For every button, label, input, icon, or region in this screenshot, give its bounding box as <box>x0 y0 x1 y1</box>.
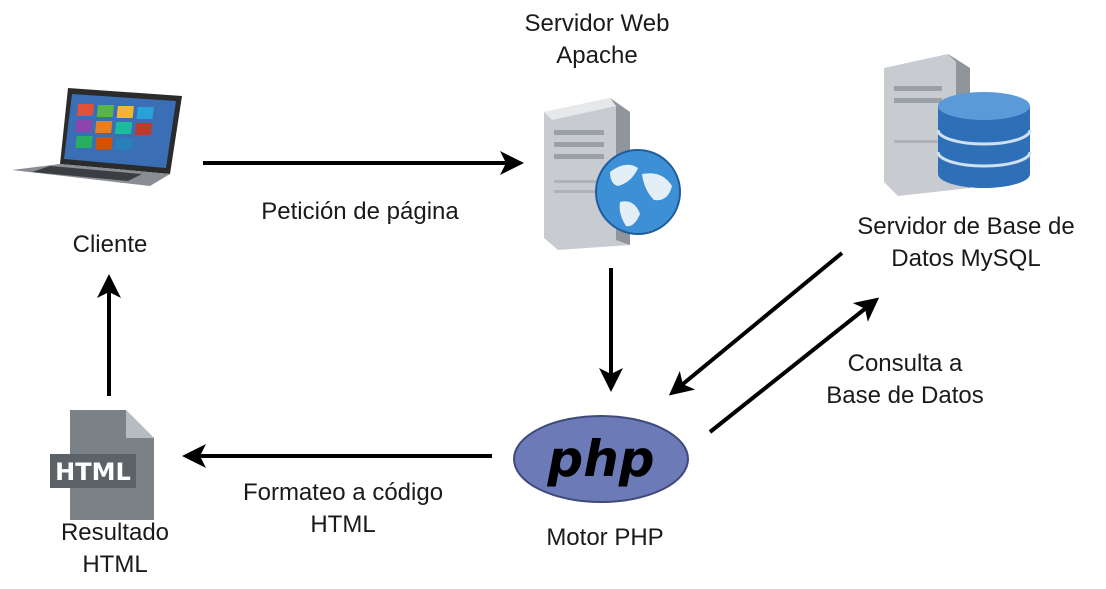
database-server-icon <box>884 54 1032 196</box>
motor-php-label: Motor PHP <box>546 524 664 551</box>
servidor-bd-label: Servidor de Base de Datos MySQL <box>857 213 1075 272</box>
arrow-bd-to-php <box>668 251 844 396</box>
html-file-icon: HTML <box>50 410 154 520</box>
php-logo-text: php <box>546 430 654 488</box>
php-logo-icon: php <box>513 415 689 503</box>
consulta-label: Consulta a Base de Datos <box>826 350 984 409</box>
servidor-web-label: Servidor Web Apache <box>524 10 670 69</box>
html-file-badge: HTML <box>55 458 131 486</box>
web-server-globe-icon <box>544 98 681 250</box>
resultado-label: Resultado HTML <box>60 519 170 578</box>
formateo-label: Formateo a código HTML <box>242 479 444 538</box>
arrow-php-to-bd <box>708 297 880 434</box>
peticion-label: Petición de página <box>261 198 459 225</box>
laptop-icon <box>12 88 182 186</box>
cliente-label: Cliente <box>72 231 148 258</box>
